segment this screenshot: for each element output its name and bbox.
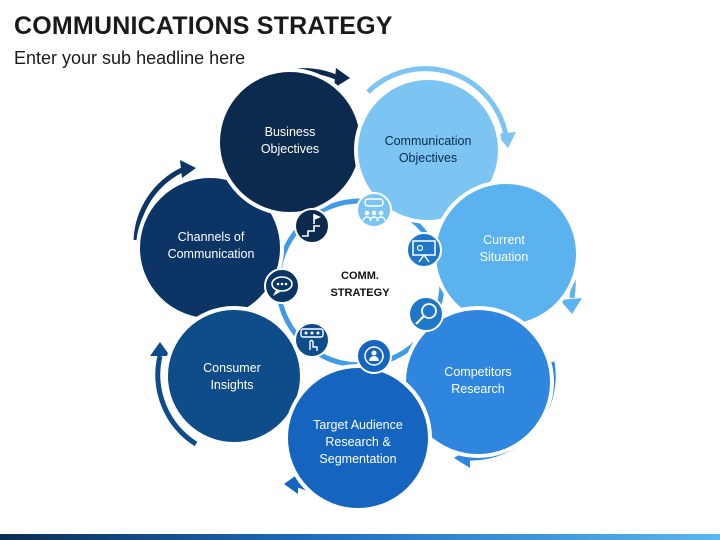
segment-circle-communication (354, 76, 502, 224)
target-person-icon (356, 338, 392, 374)
arc-arrow-communication (366, 66, 509, 137)
arc-arrowhead-channels (180, 160, 196, 178)
presentation-board-icon (406, 232, 442, 268)
arc-arrow-channels (133, 167, 184, 241)
segment-label-situation: Current Situation (479, 233, 529, 264)
arc-arrowhead-communication (496, 132, 516, 148)
flag-on-steps-icon (294, 208, 330, 244)
segment-label-communication: Communication Objectives (384, 134, 472, 165)
center-label: COMM. STRATEGY (330, 270, 390, 299)
segment-circle-target (284, 364, 432, 512)
arc-arrowhead-business (334, 68, 350, 88)
page-subtitle: Enter your sub headline here (14, 48, 246, 68)
segment-label-consumer: Consumer Insights (203, 361, 261, 392)
team-chat-icon (356, 192, 392, 228)
segment-label-business: Business Objectives (260, 125, 320, 156)
speech-bubble-icon (264, 268, 300, 304)
footer-bar (0, 534, 720, 540)
arc-arrowhead-consumer (150, 342, 170, 356)
arc-arrow-consumer (155, 355, 198, 447)
magnifier-icon (408, 296, 444, 332)
page-title: COMMUNICATIONS STRATEGY (14, 12, 393, 40)
segment-label-target: Target Audience Research & Segmentation (313, 418, 403, 466)
segment-circles (136, 68, 580, 512)
icon-badges (264, 192, 444, 374)
segment-circle-consumer (164, 306, 304, 446)
segment-label-competitors: Competitors Research (444, 365, 512, 396)
rating-hand-icon (294, 322, 330, 358)
arc-arrowhead-situation (560, 298, 582, 314)
segment-label-channels: Channels of Communication (167, 230, 255, 261)
arc-arrowhead-target (284, 474, 298, 494)
